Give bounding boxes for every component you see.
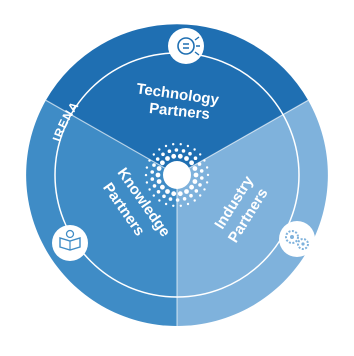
burst-dot <box>156 190 161 194</box>
burst-dot <box>150 177 155 181</box>
burst-dot <box>206 173 210 177</box>
burst-dot <box>199 153 202 156</box>
burst-dot <box>193 199 196 202</box>
burst-dot <box>152 194 155 197</box>
burst-dot <box>164 144 168 148</box>
burst-dot <box>189 184 194 190</box>
burst-dot <box>184 156 189 161</box>
burst-dot <box>179 204 182 207</box>
burst-dot <box>203 188 206 191</box>
burst-dot <box>158 148 161 151</box>
burst-dot <box>186 202 190 206</box>
burst-dot <box>162 194 166 199</box>
burst-dot <box>186 144 190 148</box>
burst-dot <box>199 169 204 173</box>
burst-dot <box>205 166 209 169</box>
burst-dot <box>174 148 179 152</box>
burst-dot <box>193 172 199 178</box>
burst-dot <box>193 148 196 151</box>
burst-dot <box>188 151 192 156</box>
burst-dot <box>161 152 165 157</box>
burst-dot <box>182 197 187 201</box>
burst-dot <box>198 183 202 187</box>
burst-dot <box>156 166 162 171</box>
center-burst <box>144 143 210 207</box>
segment-knowledge <box>26 100 177 326</box>
burst-dot <box>189 193 193 198</box>
burst-dot <box>167 149 172 153</box>
burst-dot <box>165 189 170 194</box>
burst-dot <box>145 181 149 184</box>
burst-dot <box>177 153 183 159</box>
burst-dot <box>200 176 204 180</box>
burst-dot <box>177 191 183 197</box>
burst-dot <box>172 204 175 207</box>
burst-dot <box>168 197 173 201</box>
burst-dot <box>175 198 180 202</box>
burst-dot <box>160 160 165 166</box>
burst-dot <box>144 173 148 177</box>
burst-dot <box>192 166 198 171</box>
burst-dot <box>197 162 202 166</box>
burst-dot <box>203 159 206 162</box>
burst-dot <box>152 153 155 156</box>
burst-dot <box>171 191 177 197</box>
burst-dot <box>194 189 199 193</box>
burst-dot <box>152 184 157 188</box>
gears-icon <box>279 221 315 257</box>
burst-dot <box>155 157 160 161</box>
burst-dot <box>205 181 209 184</box>
segment-industry <box>177 100 328 326</box>
burst-dot <box>181 149 186 153</box>
burst-dot <box>148 188 151 191</box>
technology-line2: Partners <box>148 100 210 123</box>
burst-dot <box>156 179 162 184</box>
burst-dot <box>145 166 149 169</box>
burst-dot <box>171 153 177 159</box>
burst-dot <box>164 202 168 206</box>
label-technology: Technology Partners <box>135 80 220 123</box>
burst-dot <box>184 189 189 194</box>
center-core <box>163 161 191 189</box>
burst-dot <box>148 159 151 162</box>
burst-dot <box>152 163 156 167</box>
burst-dot <box>155 172 161 178</box>
burst-dot <box>193 156 198 160</box>
burst-dot <box>160 184 165 190</box>
burst-dot <box>150 170 154 174</box>
lightbulb-gear-icon <box>168 28 204 64</box>
burst-dot <box>199 194 202 197</box>
book-icon <box>52 225 88 261</box>
burst-dot <box>158 199 161 202</box>
burst-dot <box>165 156 170 161</box>
burst-dot <box>192 179 198 184</box>
burst-dot <box>189 160 194 166</box>
burst-dot <box>179 143 182 146</box>
burst-dot <box>172 143 175 146</box>
